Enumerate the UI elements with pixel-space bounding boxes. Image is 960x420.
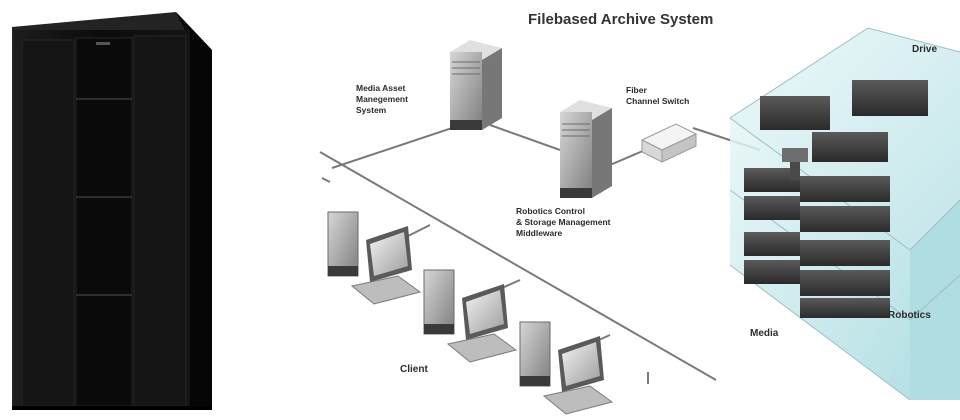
svg-text:System: System	[356, 105, 387, 115]
media-stack-left	[744, 168, 800, 284]
client-label: Client	[400, 364, 428, 375]
client-workstation-1	[327, 211, 422, 305]
diagram-title: Filebased Archive System	[528, 11, 713, 28]
robotics-control-label: Robotics Control & Storage Management Mi…	[516, 206, 611, 238]
svg-text:Middleware: Middleware	[516, 228, 563, 238]
cabinet-logo	[96, 42, 110, 45]
mam-label: Media Asset Manegement System	[356, 83, 408, 115]
media-stack-right	[800, 176, 890, 318]
media-label: Media	[750, 328, 779, 339]
archive-cabinet	[12, 12, 212, 410]
svg-text:Media Asset: Media Asset	[356, 83, 405, 93]
drive-label: Drive	[912, 44, 937, 55]
client-workstation-3	[519, 321, 614, 415]
drive-units	[760, 80, 928, 162]
svg-text:Fiber: Fiber	[626, 85, 647, 95]
svg-text:Manegement: Manegement	[356, 94, 408, 104]
robotics-control-server	[560, 100, 612, 198]
client-workstation-2	[423, 269, 518, 363]
fiber-channel-switch	[640, 123, 698, 163]
svg-text:Channel Switch: Channel Switch	[626, 96, 689, 106]
robotics-arm	[782, 148, 808, 180]
tape-library	[729, 27, 960, 401]
svg-text:& Storage Management: & Storage Management	[516, 217, 611, 227]
robotics-label: Robotics	[888, 310, 931, 321]
svg-text:Robotics Control: Robotics Control	[516, 206, 585, 216]
mam-server	[450, 40, 502, 130]
fiber-switch-label: Fiber Channel Switch	[626, 85, 689, 106]
